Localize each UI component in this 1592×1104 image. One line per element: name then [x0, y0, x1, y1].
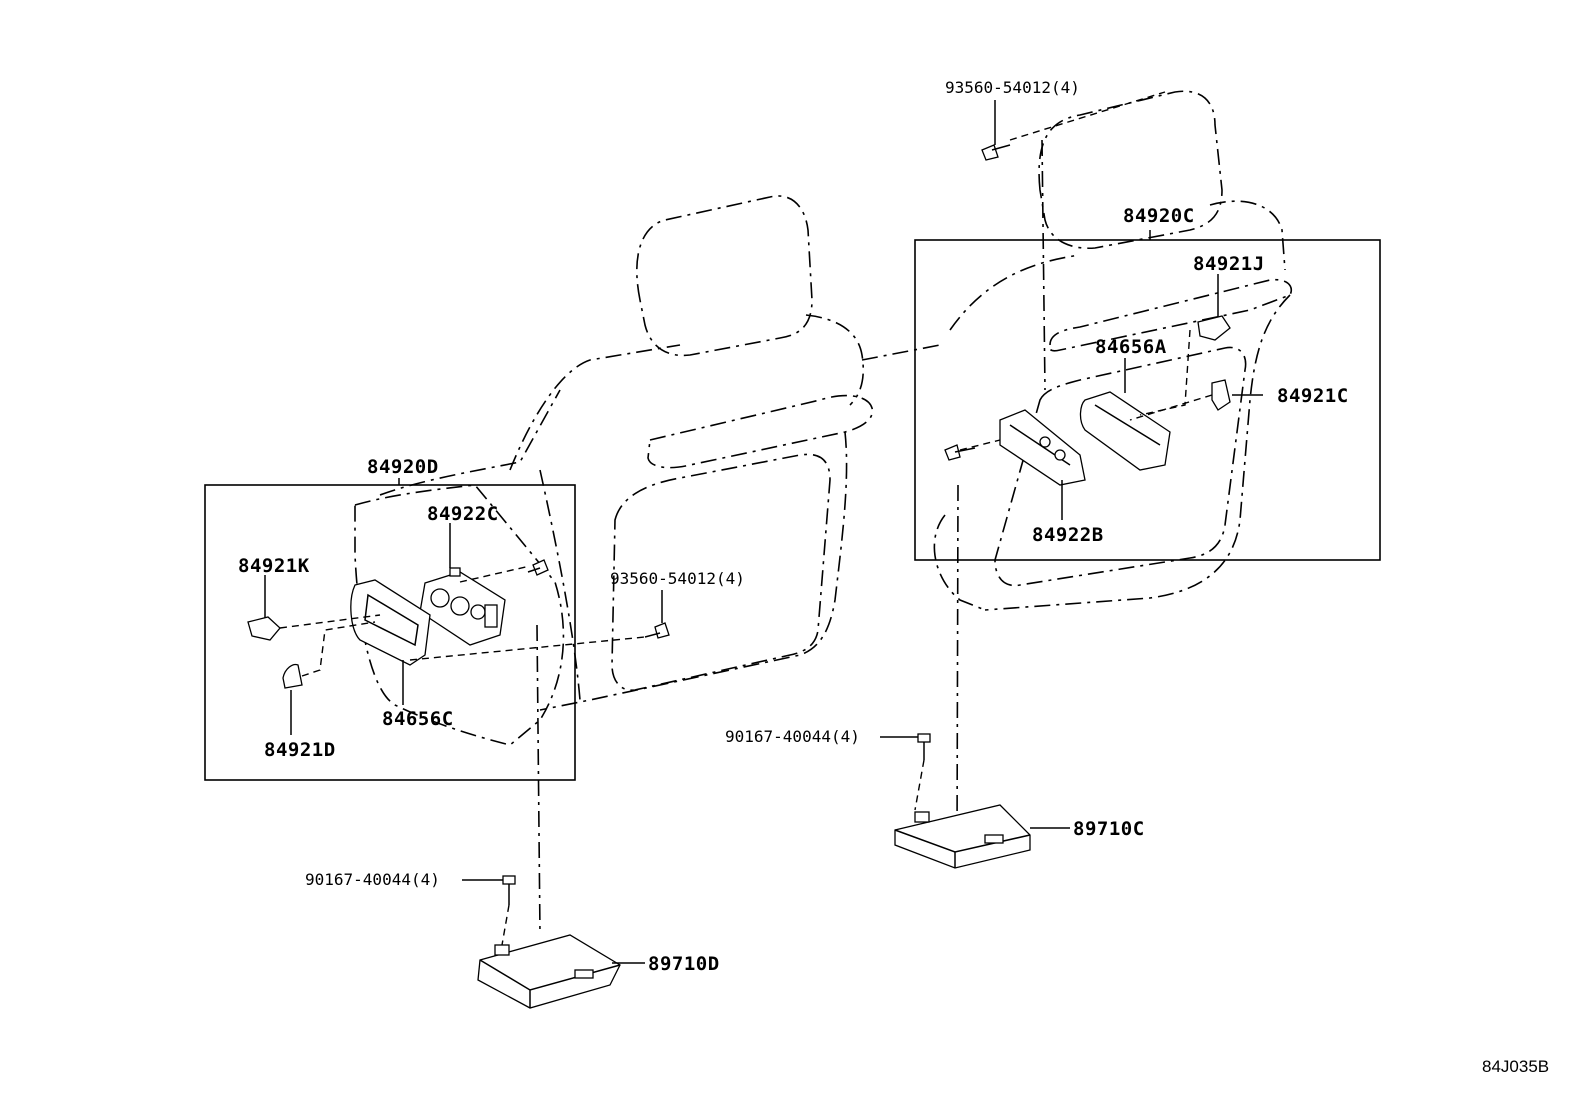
- label-84656A: 84656A: [1095, 336, 1167, 358]
- label-90167-left: 90167-40044(4): [305, 870, 440, 889]
- right-seat-outline: [933, 90, 1292, 611]
- knob-84921D: [282, 663, 303, 689]
- screw-left-upper: [527, 559, 549, 576]
- screw-right-mid: [944, 444, 976, 461]
- label-84920D: 84920D: [367, 456, 439, 478]
- screw-90167-right: [917, 733, 931, 760]
- screw-90167-left: [502, 875, 516, 905]
- label-90167-right: 90167-40044(4): [725, 727, 860, 746]
- screw-right-upper: [981, 144, 1011, 161]
- screw-left-mid: [644, 622, 670, 639]
- assembly-box-84920D: [204, 484, 576, 781]
- figure-code: 84J035B: [1482, 1057, 1549, 1076]
- label-84656C: 84656C: [382, 708, 454, 730]
- assembly-box-84920C: [914, 239, 1381, 561]
- label-84921J: 84921J: [1193, 253, 1265, 275]
- label-89710C: 89710C: [1073, 818, 1145, 840]
- label-93560-top: 93560-54012(4): [945, 78, 1080, 97]
- label-84921D: 84921D: [264, 739, 336, 761]
- switch-84922C: [419, 567, 506, 646]
- label-84920C: 84920C: [1123, 205, 1195, 227]
- label-93560-left: 93560-54012(4): [610, 569, 745, 588]
- label-84922B: 84922B: [1032, 524, 1104, 546]
- knob-84921K: [247, 616, 281, 641]
- module-89710C: [894, 804, 1031, 869]
- knob-84921C: [1211, 379, 1231, 411]
- label-84921K: 84921K: [238, 555, 310, 577]
- label-84921C: 84921C: [1277, 385, 1349, 407]
- label-84922C: 84922C: [427, 503, 499, 525]
- left-seat-outline: [379, 195, 941, 711]
- bezel-84656A: [1079, 391, 1171, 471]
- label-89710D: 89710D: [648, 953, 720, 975]
- switch-84922B: [999, 409, 1086, 486]
- bezel-84656C: [350, 579, 431, 666]
- module-89710D: [477, 934, 621, 1009]
